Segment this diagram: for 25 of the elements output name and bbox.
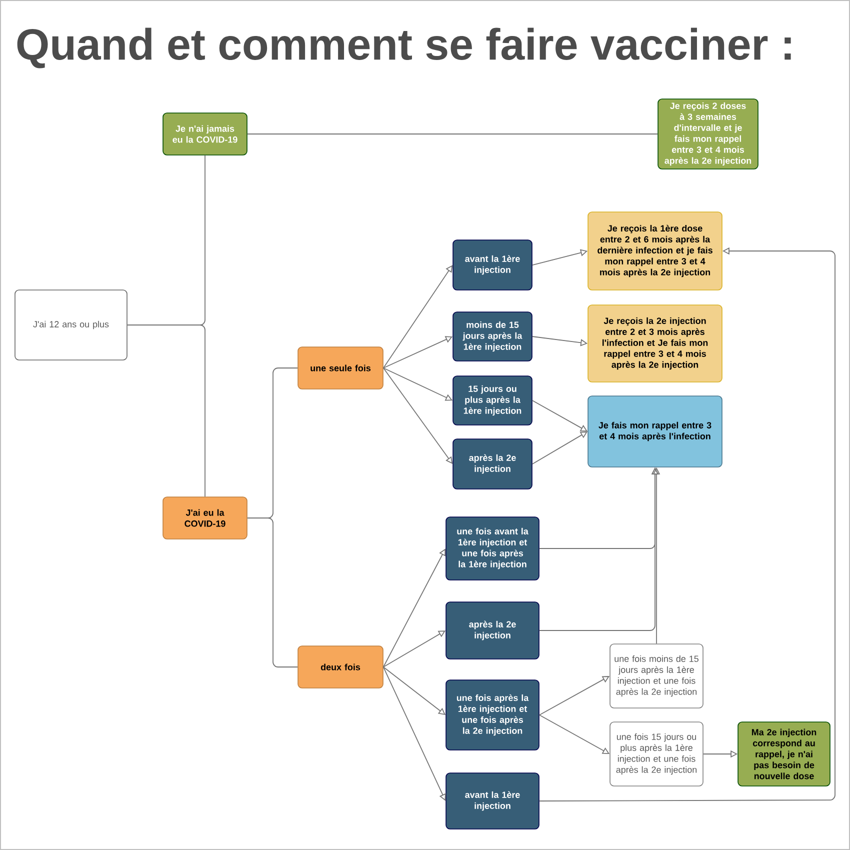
condition-box: une fois avant la 1ère injection et une fois après la 1ère injection [446, 516, 540, 580]
condition-box: avant la 1ère injection [446, 772, 540, 830]
condition-box: deux fois [298, 646, 384, 688]
start-box: J'ai 12 ans ou plus [14, 290, 128, 360]
condition-box: une fois 15 jours ou plus après la 1ère injection et une fois après la 2e injection [610, 722, 704, 786]
condition-box: 15 jours ou plus après la 1ère injection [452, 376, 532, 426]
condition-box: une fois moins de 15 jours après la 1ère injection et une fois après la 2e injection [610, 644, 704, 708]
result-box: Je reçois la 1ère dose entre 2 et 6 mois après la dernière infection et je fais mon rappel entre 3 et 4 mois après la 2e injection [588, 212, 722, 290]
condition-box: après la 2e injection [446, 602, 540, 660]
result-box: Ma 2e injection correspond au rappel, je n'ai pas besoin de nouvelle dose [738, 722, 830, 786]
connector-line [246, 518, 298, 668]
arrow [382, 666, 446, 801]
result-box: Je reçois la 2e injection entre 2 et 3 mois après l'infection et Je fais mon rappel entre 3 et 4 mois après la 2e injection [588, 304, 722, 382]
condition-box: moins de 15 jours après la 1ère injection [452, 312, 532, 362]
connector-line [126, 324, 206, 498]
condition-box: une seule fois [298, 346, 384, 390]
condition-box: J'ai eu la COVID-19 [162, 496, 248, 540]
condition-box: après la 2e injection [452, 438, 532, 490]
title: Quand et comment se faire vacciner : [17, 28, 791, 68]
condition-box: une fois après la 1ère injection et une fois après la 2e injection [446, 680, 540, 750]
condition-box: avant la 1ère injection [452, 240, 532, 290]
result-box: Je fais mon rappel entre 3 et 4 mois après l'infection [588, 396, 722, 468]
result-box: Je reçois 2 doses à 3 semaines d'intervalle et je fais mon rappel entre 3 et 4 mois après la 2e injection [658, 98, 758, 170]
arrow [382, 548, 446, 668]
condition-box: Je n'ai jamais eu la COVID-19 [162, 112, 248, 156]
